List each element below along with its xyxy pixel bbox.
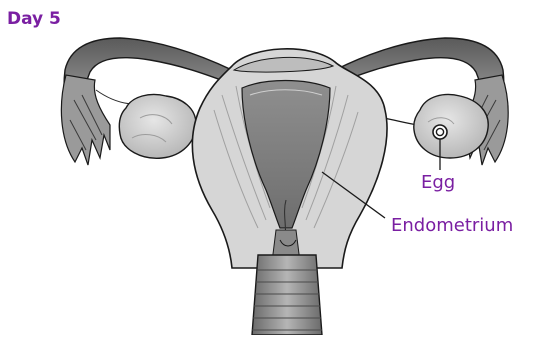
ovary-right — [414, 95, 488, 158]
ovarian-ligament-right — [383, 118, 418, 125]
uterus — [192, 49, 387, 268]
diagram-title: Day 5 — [7, 9, 61, 29]
ovary-left — [119, 95, 196, 159]
endometrium-label: Endometrium — [391, 215, 513, 236]
egg-label: Egg — [421, 172, 455, 193]
